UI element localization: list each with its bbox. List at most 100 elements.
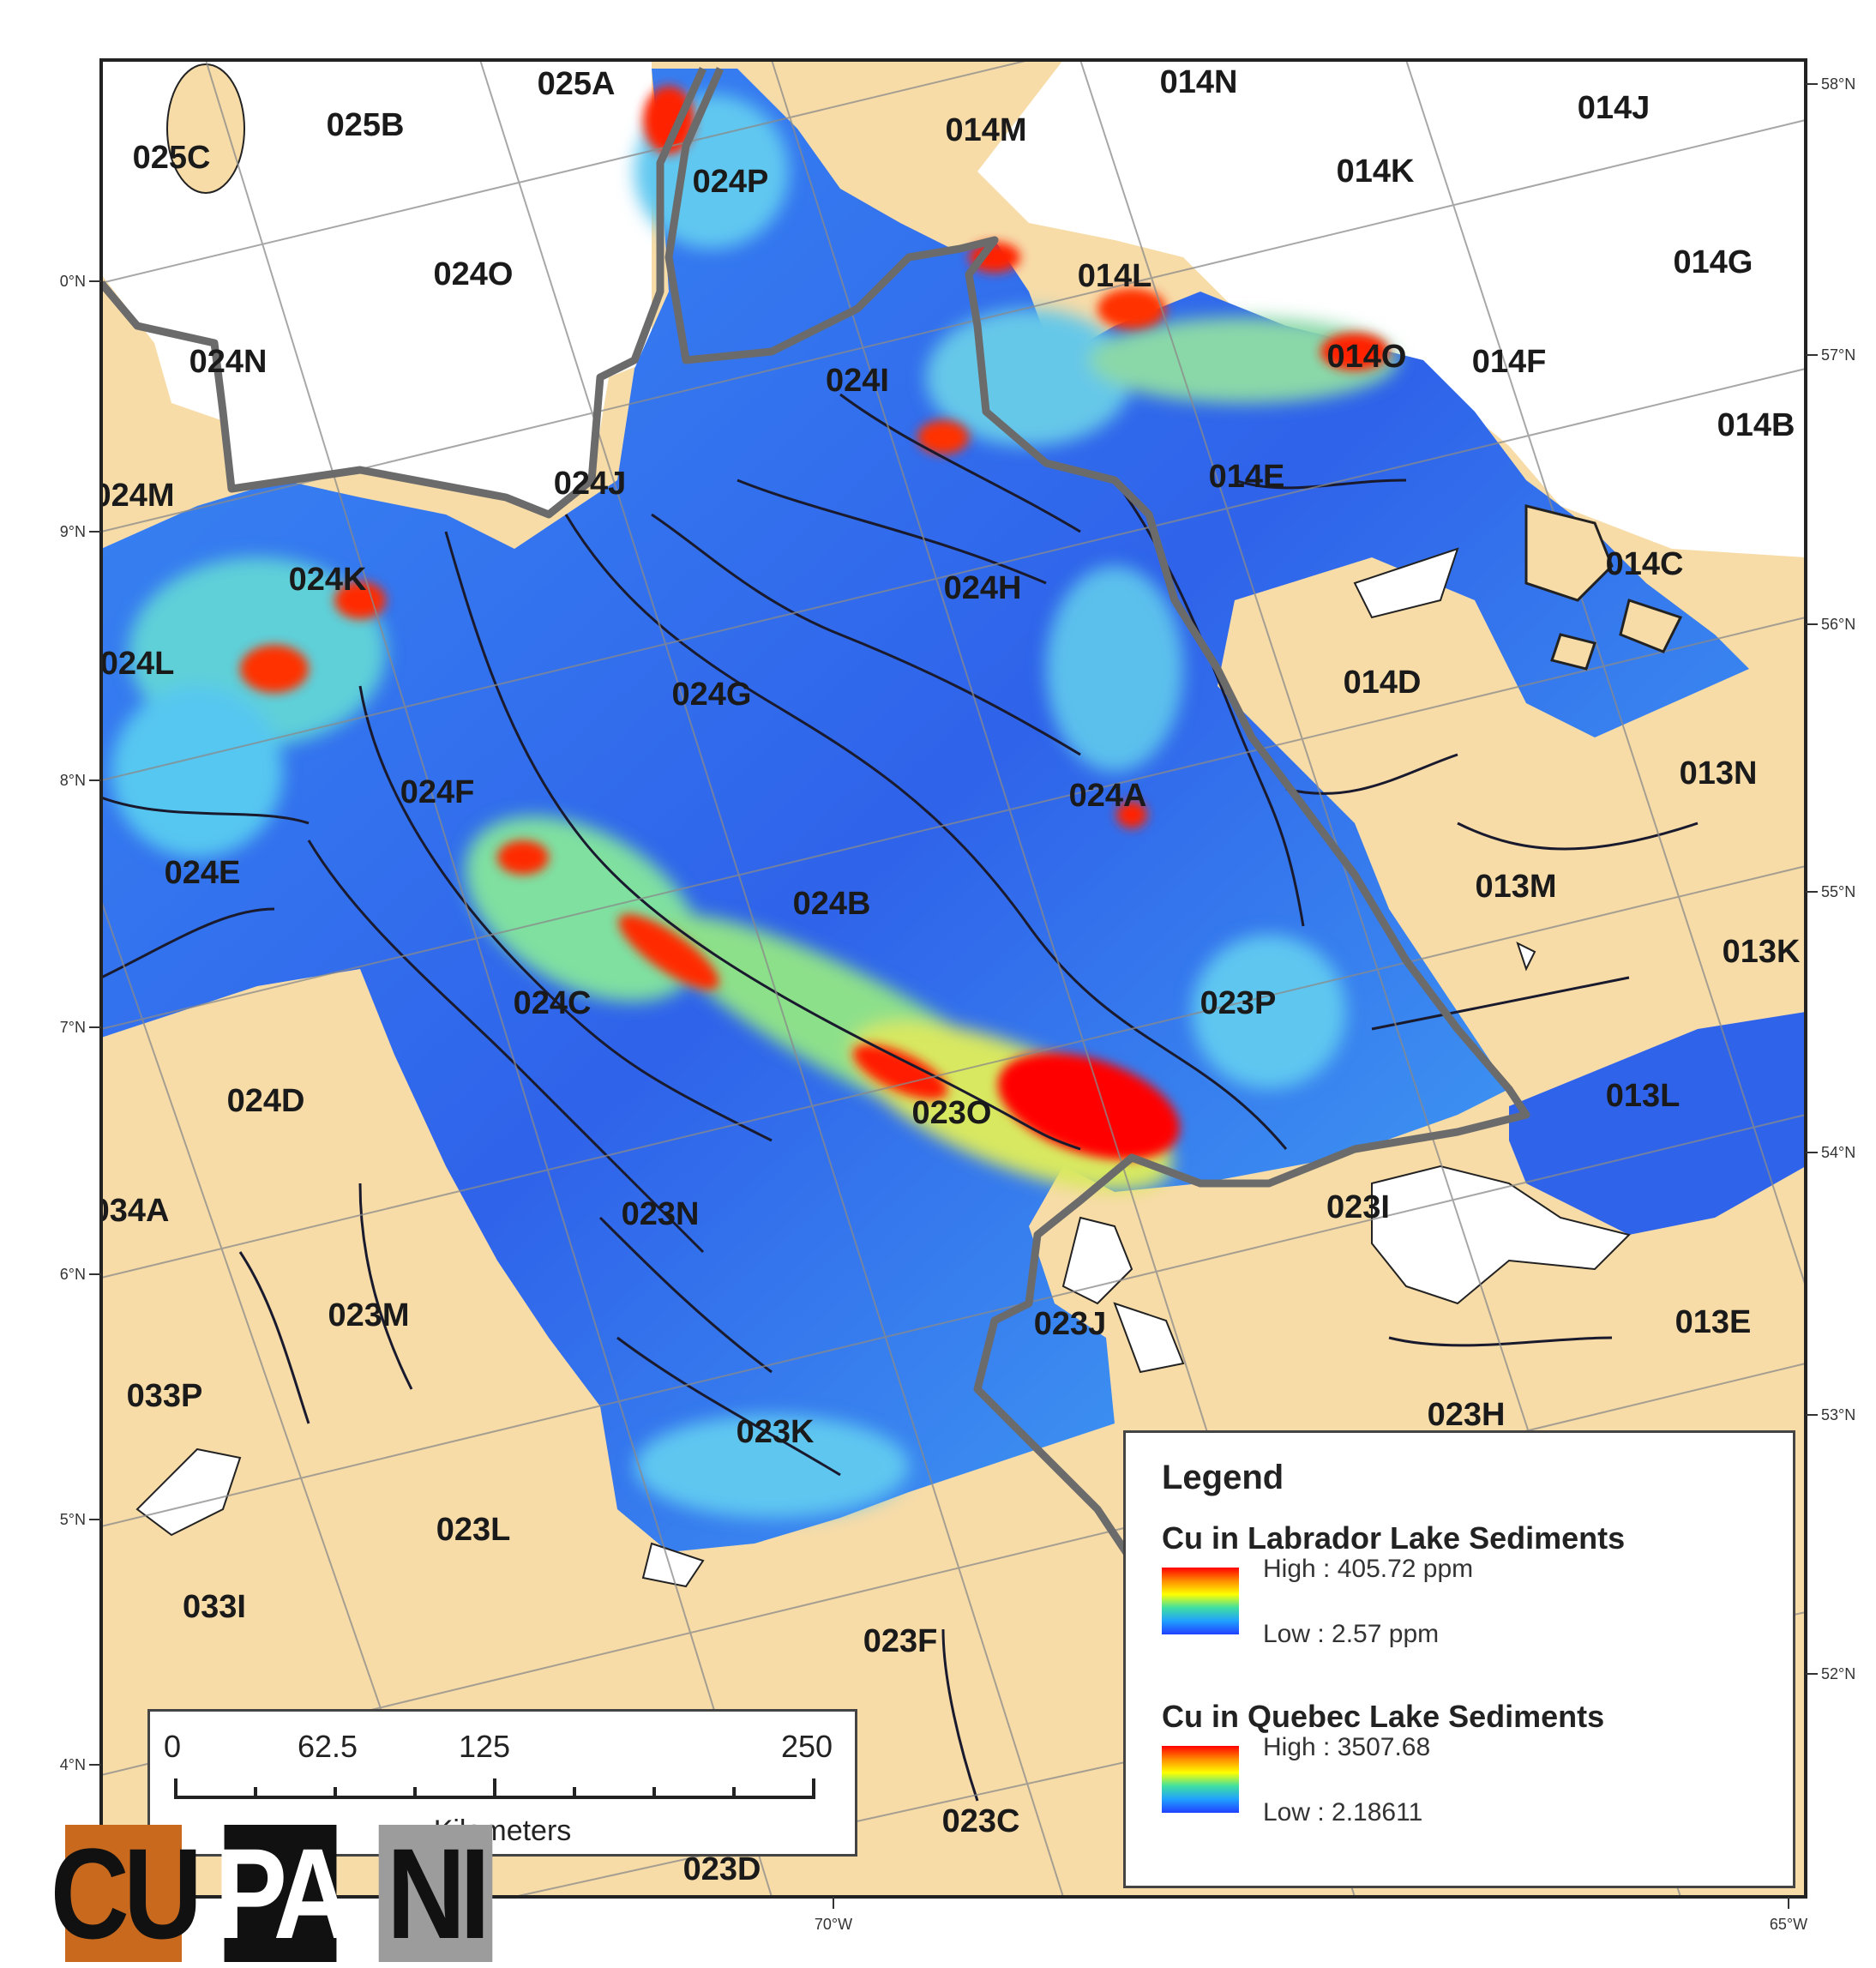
longitude-ticks: 70°W 65°W: [815, 1897, 1807, 1933]
sheet-label-013k: 013K: [1723, 934, 1801, 970]
lat-tick-label: 5°N: [60, 1511, 86, 1528]
anomaly-high-zones: [240, 86, 1389, 1160]
logo-cu-block: CU: [51, 1821, 202, 1965]
sheet-label-033p: 033P: [127, 1378, 203, 1414]
survey-raster-quebec-east: [1509, 1012, 1806, 1235]
sheet-label-023n: 023N: [622, 1196, 700, 1232]
sheet-label-014b: 014B: [1717, 407, 1795, 443]
sheet-label-023f: 023F: [863, 1623, 938, 1659]
legend-labrador-heading: Cu in Labrador Lake Sediments: [1162, 1520, 1626, 1556]
sheet-label-024i: 024I: [826, 363, 889, 399]
sheet-label-033i: 033I: [183, 1589, 246, 1625]
lat-tick-label: 55°N: [1821, 883, 1855, 900]
sheet-label-025b: 025B: [327, 107, 405, 143]
legend-title: Legend: [1162, 1459, 1284, 1496]
sheet-label-023c: 023C: [942, 1803, 1020, 1839]
sheet-label-023i: 023I: [1326, 1189, 1390, 1225]
legend-quebec-high: High : 3507.68: [1263, 1733, 1431, 1761]
legend-quebec-ramp: [1162, 1746, 1239, 1813]
sheet-label-023k: 023K: [737, 1414, 815, 1450]
sheet-label-025a: 025A: [538, 66, 616, 102]
coastal-islands: [1524, 504, 1683, 671]
sheet-label-014e: 014E: [1209, 459, 1285, 495]
nodata-northeast: [977, 60, 1806, 557]
sheet-label-024n: 024N: [189, 344, 268, 380]
scale-label-125: 125: [459, 1729, 511, 1764]
sheet-label-014g: 014G: [1674, 244, 1753, 280]
logo-pa-block: PA: [214, 1821, 352, 1965]
sheet-label-014k: 014K: [1337, 153, 1415, 190]
legend-quebec-heading: Cu in Quebec Lake Sediments: [1162, 1699, 1605, 1734]
lon-tick-label: 65°W: [1770, 1916, 1807, 1933]
lat-tick-label: 9°N: [60, 523, 86, 540]
scale-label-0: 0: [164, 1729, 182, 1764]
sheet-label-014n: 014N: [1160, 64, 1238, 100]
sheet-label-014d: 014D: [1344, 665, 1422, 701]
sheet-label-014c: 014C: [1606, 546, 1684, 582]
sheet-label-024d: 024D: [227, 1083, 305, 1119]
nts-sheet-labels: 025A 025B 025C 024O 024N 024M 024P 024I 024J 024K…: [92, 64, 1801, 1887]
logo-cu-text: CU: [50, 1821, 202, 1965]
legend-labrador-ramp: [1162, 1568, 1239, 1634]
sheet-label-024j: 024J: [554, 466, 627, 502]
sheet-label-013m: 013M: [1475, 869, 1556, 905]
lon-tick-label: 70°W: [815, 1916, 852, 1933]
logo-pa-text: PA: [213, 1821, 352, 1965]
sheet-label-023d: 023D: [683, 1851, 761, 1887]
sheet-label-023h: 023H: [1428, 1397, 1506, 1433]
sheet-label-023l: 023L: [436, 1512, 511, 1548]
legend: Legend Cu in Labrador Lake Sediments Hig…: [1123, 1430, 1795, 1888]
sheet-label-014j: 014J: [1578, 90, 1651, 126]
sheet-label-023j: 023J: [1034, 1306, 1107, 1342]
sheet-label-014o: 014O: [1327, 339, 1407, 375]
legend-quebec-low: Low : 2.18611: [1263, 1798, 1423, 1827]
lat-tick-label: 57°N: [1821, 346, 1855, 364]
lat-tick-label: 6°N: [60, 1266, 86, 1283]
sheet-label-034a: 034A: [92, 1193, 170, 1229]
map-frame: [99, 58, 1807, 1899]
sheet-label-024a: 024A: [1069, 778, 1147, 814]
lat-tick-label: 0°N: [60, 273, 86, 290]
provincial-boundary: [101, 67, 1530, 1563]
sheet-label-024e: 024E: [165, 855, 241, 891]
sheet-label-023m: 023M: [328, 1297, 409, 1333]
sheet-label-013n: 013N: [1680, 755, 1758, 791]
sheet-label-024h: 024H: [944, 570, 1022, 606]
sheet-label-024b: 024B: [793, 886, 871, 922]
scale-label-62-5: 62.5: [298, 1729, 358, 1764]
sheet-label-014l: 014L: [1078, 258, 1152, 294]
nodata-northwest: [101, 60, 652, 515]
lat-tick-label: 7°N: [60, 1019, 86, 1036]
sheet-label-024l: 024L: [100, 646, 175, 682]
sheet-label-024m: 024M: [93, 478, 174, 514]
sheet-label-013l: 013L: [1606, 1078, 1681, 1114]
sheet-label-024k: 024K: [289, 562, 367, 598]
sheet-label-024c: 024C: [514, 985, 592, 1021]
legend-labrador-low: Low : 2.57 ppm: [1263, 1620, 1440, 1648]
logo-ni-block: NI: [378, 1821, 493, 1965]
sheet-label-023p: 023P: [1200, 985, 1277, 1021]
legend-labrador-high: High : 405.72 ppm: [1263, 1555, 1474, 1583]
sheet-label-024f: 024F: [400, 774, 475, 810]
sheet-label-013e: 013E: [1675, 1304, 1752, 1340]
sheet-label-024o: 024O: [434, 256, 514, 292]
sheet-label-014m: 014M: [945, 112, 1026, 148]
lat-tick-label: 54°N: [1821, 1144, 1855, 1161]
sheet-label-023o: 023O: [912, 1095, 992, 1131]
logo-ni-text: NI: [387, 1821, 490, 1965]
sheet-label-025c: 025C: [133, 140, 211, 176]
sheet-label-014f: 014F: [1472, 344, 1547, 380]
lat-tick-label: 58°N: [1821, 75, 1855, 93]
lat-tick-label: 8°N: [60, 772, 86, 789]
scale-ruler: [174, 1778, 815, 1799]
lat-tick-label: 53°N: [1821, 1406, 1855, 1423]
sheet-label-024g: 024G: [672, 677, 752, 713]
sheet-label-024p: 024P: [693, 164, 769, 200]
lat-tick-label: 4°N: [60, 1756, 86, 1773]
lat-tick-label: 56°N: [1821, 616, 1855, 633]
latitude-ticks: 58°N 0°N 57°N 9°N 56°N 8°N 55°N 7°N 54°N 6°N 53°N 5…: [60, 75, 1855, 1773]
lat-tick-label: 52°N: [1821, 1665, 1855, 1682]
scale-label-250: 250: [781, 1729, 833, 1764]
